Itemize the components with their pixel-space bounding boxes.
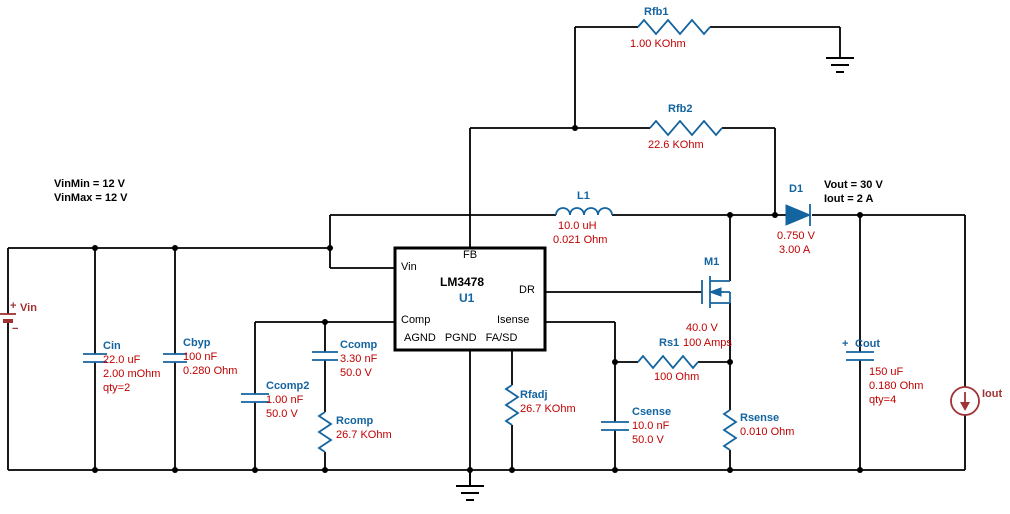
- csense-value1: 10.0 nF: [632, 420, 670, 432]
- u1-pin-gnd-row: AGND PGND FA/SD: [404, 332, 518, 344]
- ccomp2-value1: 1.00 nF: [266, 394, 304, 406]
- ccomp2-capacitor[interactable]: [241, 393, 269, 403]
- iout-source[interactable]: [950, 386, 980, 416]
- junction-dots: [92, 125, 863, 473]
- ccomp-capacitor[interactable]: [312, 351, 338, 361]
- rs1-value: 100 Ohm: [654, 371, 700, 383]
- rs1-resistor[interactable]: [637, 354, 699, 370]
- rfb2-value: 22.6 KOhm: [648, 139, 704, 151]
- rfb2-label: Rfb2: [668, 103, 693, 115]
- vinmax-annotation: VinMax = 12 V: [54, 192, 128, 204]
- csense-label: Csense: [632, 406, 672, 418]
- m1-value2: 100 Amps: [683, 337, 732, 349]
- cbyp-label: Cbyp: [183, 337, 211, 349]
- l1-label: L1: [577, 190, 590, 202]
- cin-value2: 2.00 mOhm: [103, 368, 161, 380]
- rsense-label: Rsense: [740, 412, 780, 424]
- rfb1-label: Rfb1: [644, 6, 669, 18]
- rfadj-value: 26.7 KOhm: [520, 403, 576, 415]
- ccomp-value1: 3.30 nF: [340, 353, 378, 365]
- cout-label: Cout: [855, 338, 881, 350]
- cin-value3: qty=2: [103, 382, 131, 394]
- l1-value1: 10.0 uH: [558, 220, 597, 232]
- iout-arrow-head: [960, 402, 970, 411]
- rsense-value: 0.010 Ohm: [740, 426, 795, 438]
- cin-capacitor[interactable]: [83, 353, 107, 363]
- cout-value1: 150 uF: [869, 366, 904, 378]
- cout-value3: qty=4: [869, 394, 897, 406]
- u1-refdes: U1: [459, 291, 475, 305]
- iout-circle: [950, 386, 980, 416]
- d1-label: D1: [789, 183, 804, 195]
- ccomp2-label: Ccomp2: [266, 380, 310, 392]
- rcomp-label: Rcomp: [336, 415, 374, 427]
- cbyp-value2: 0.280 Ohm: [183, 365, 238, 377]
- csense-value2: 50.0 V: [632, 434, 664, 446]
- rfadj-label: Rfadj: [520, 389, 548, 401]
- vin-plus-sign: +: [10, 300, 17, 312]
- cout-capacitor[interactable]: [846, 351, 874, 361]
- u1-ic-body[interactable]: [393, 246, 547, 352]
- rfb1-resistor[interactable]: [637, 18, 711, 36]
- rs1-label: Rs1: [659, 337, 680, 349]
- iout-label: Iout: [982, 388, 1003, 400]
- cbyp-value1: 100 nF: [183, 351, 218, 363]
- l1-value2: 0.021 Ohm: [553, 234, 608, 246]
- vin-minus-sign: −: [12, 323, 19, 335]
- m1-mosfet[interactable]: [701, 276, 731, 308]
- d1-anode-triangle: [785, 204, 812, 226]
- m1-value1: 40.0 V: [686, 322, 718, 334]
- ccomp2-value2: 50.0 V: [266, 408, 298, 420]
- cbyp-capacitor[interactable]: [163, 353, 187, 363]
- vout-annotation: Vout = 30 V: [824, 179, 883, 191]
- cout-value2: 0.180 Ohm: [869, 380, 924, 392]
- rsense-resistor[interactable]: [722, 409, 738, 451]
- rfb1-value: 1.00 KOhm: [630, 38, 686, 50]
- u1-pin-vin: Vin: [401, 261, 417, 273]
- m1-label: M1: [704, 256, 720, 268]
- d1-diode[interactable]: [785, 204, 812, 226]
- u1-pin-fb: FB: [463, 249, 478, 261]
- cout-plus-sign: +: [842, 338, 849, 350]
- rcomp-resistor[interactable]: [317, 411, 333, 453]
- vin-source[interactable]: [0, 313, 16, 323]
- vinmin-annotation: VinMin = 12 V: [54, 178, 126, 190]
- u1-pin-comp: Comp: [401, 314, 431, 326]
- iout-annotation: Iout = 2 A: [824, 193, 874, 205]
- csense-capacitor[interactable]: [601, 421, 629, 431]
- cin-value1: 22.0 uF: [103, 354, 141, 366]
- u1-pin-dr: DR: [519, 284, 535, 296]
- ground-symbol-top: [826, 57, 854, 73]
- d1-value1: 0.750 V: [777, 230, 815, 242]
- ccomp-value2: 50.0 V: [340, 367, 372, 379]
- ccomp-label: Ccomp: [340, 339, 378, 351]
- d1-value2: 3.00 A: [779, 244, 811, 256]
- m1-body-arrow: [708, 287, 722, 297]
- vin-label: Vin: [20, 302, 37, 314]
- rfb2-resistor[interactable]: [649, 119, 723, 137]
- wire-net: [7, 26, 966, 471]
- u1-part-number: LM3478: [440, 275, 485, 289]
- rcomp-value: 26.7 KOhm: [336, 429, 392, 441]
- l1-inductor[interactable]: [555, 207, 613, 216]
- cin-label: Cin: [103, 340, 121, 352]
- m1-terminals: [710, 280, 731, 304]
- u1-pin-isense: Isense: [497, 314, 530, 326]
- rfadj-resistor[interactable]: [504, 384, 520, 426]
- ground-symbol-bottom: [456, 470, 484, 501]
